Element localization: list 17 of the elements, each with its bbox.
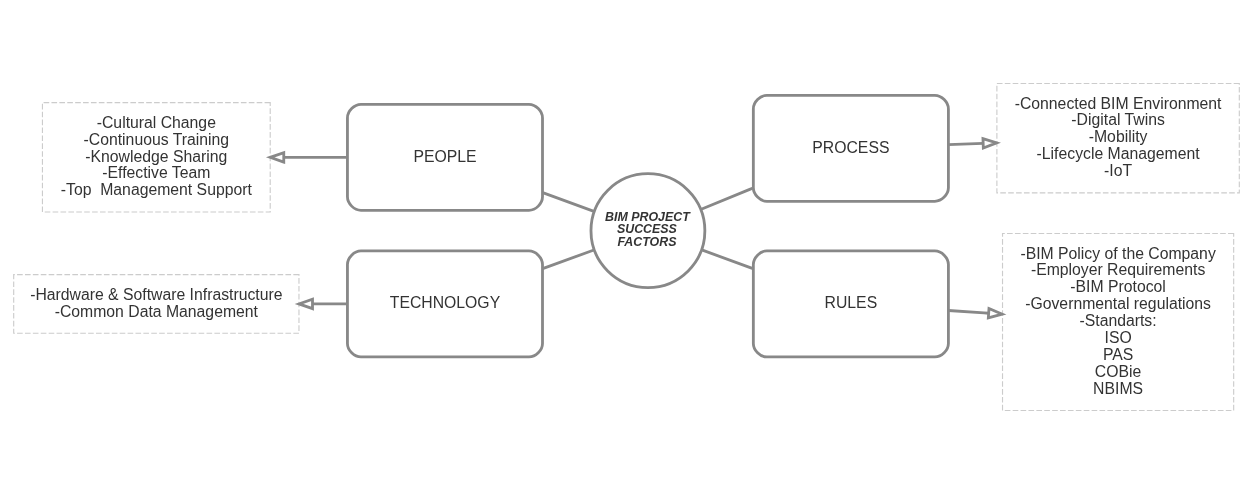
arrow (265, 150, 348, 165)
arrow (948, 306, 1007, 320)
node-box: -BIM Policy of the Company -Employer Requirements -BIM Protocol -Governmental regulations -Standarts: ISO PAS COBie NBIMS (1001, 232, 1235, 412)
node-circle: BIM PROJECT SUCCESS FACTORS (589, 172, 707, 289)
connector (701, 248, 754, 270)
arrow (294, 297, 348, 311)
connector (542, 191, 595, 213)
node-box: PROCESS (751, 93, 950, 203)
connector (542, 248, 595, 270)
node-box: PEOPLE (346, 102, 544, 212)
node-box: -Hardware & Software Infrastructure -Common Data Management (13, 274, 300, 334)
node-box: RULES (751, 249, 950, 359)
node-box: -Connected BIM Environment -Digital Twins -Mobility -Lifecycle Management -IoT (996, 82, 1240, 194)
connector (700, 186, 754, 211)
node-box: -Cultural Change -Continuous Training -Knowledge Sharing -Effective Team -Top Management Support (41, 102, 271, 213)
node-box: TECHNOLOGY (346, 249, 544, 359)
arrow (948, 136, 1001, 151)
